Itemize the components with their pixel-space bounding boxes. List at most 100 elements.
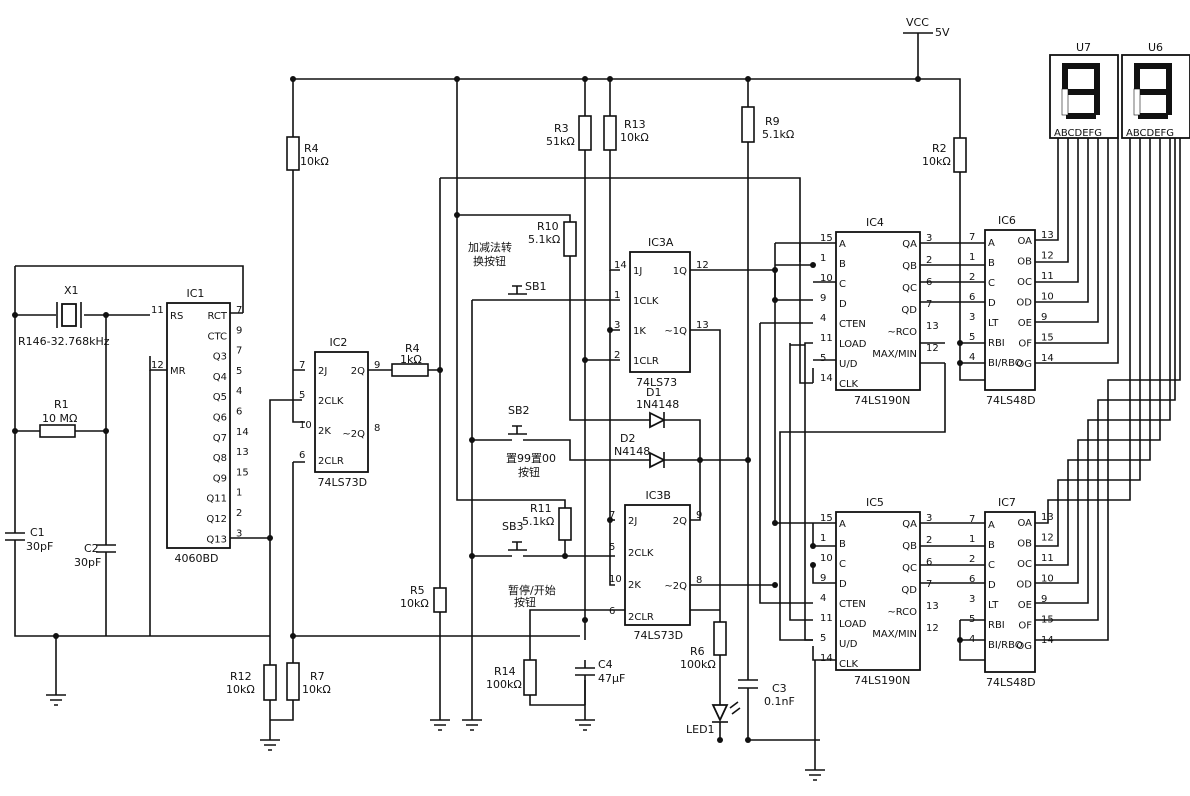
ic7-pin-number: 12	[1041, 533, 1054, 544]
ic5-pin-name: C	[839, 559, 846, 570]
ic3b-pin-number: 7	[609, 510, 615, 521]
resistor-r1	[39, 424, 76, 438]
ic4-pin-name: CTEN	[839, 319, 866, 330]
c1-ref: C1	[30, 526, 45, 539]
ic7-body	[984, 511, 1036, 673]
ic5-pin-name: QD	[901, 585, 917, 596]
resistor-r14	[523, 659, 537, 696]
ic6-pin-name: OF	[1018, 339, 1032, 350]
ic5-ref: IC5	[866, 496, 884, 509]
ic5-pin-number: 9	[820, 573, 826, 584]
ic6-pin-name: OE	[1018, 318, 1032, 329]
ic1-pin-number: 2	[236, 508, 242, 519]
ic2-pin-number: 8	[374, 423, 380, 434]
diodes: D1 1N4148 D2 N4148 LED1	[614, 386, 741, 736]
r4b-val: 1kΩ	[400, 353, 422, 366]
r14-ref: R14	[494, 665, 516, 678]
ic4-pin-number: 2	[926, 255, 932, 266]
ic5-pin-number: 12	[926, 623, 939, 634]
ic7-pin-number: 1	[969, 534, 975, 545]
ic5-pin-name: LOAD	[839, 619, 867, 630]
ic3b-part: 74LS73D	[634, 629, 684, 642]
crystal-desc: R146-32.768kHz	[18, 335, 110, 348]
ic6-pin-name: C	[988, 278, 995, 289]
d2-ref: D2	[620, 432, 635, 445]
r7-val: 10kΩ	[302, 683, 331, 696]
ic6-pin-name: OB	[1017, 257, 1032, 268]
resistor-r9	[741, 106, 755, 143]
ic5-pin-number: 13	[926, 601, 939, 612]
ic5-pin-name: ~RCO	[887, 607, 917, 618]
ic6-pin-number: 9	[1041, 312, 1047, 323]
u6-segment-c	[1166, 89, 1172, 115]
switches: SB1 加减法转 换按钮 SB2 置99置00 按钮 SB3 暂停/开始 按钮	[468, 240, 556, 609]
sb3-caption-1: 暂停/开始	[508, 583, 556, 597]
ic2-pin-name: 2K	[318, 426, 331, 437]
ic2-pin-number: 10	[299, 420, 312, 431]
ic3b-pin-name: 2K	[628, 580, 641, 591]
ic7-pin-name: OG	[1016, 641, 1032, 652]
ic1-pin-number: 15	[236, 467, 249, 478]
ic7-pin-number: 10	[1041, 574, 1054, 585]
ic2-pin-number: 7	[299, 360, 305, 371]
ic3a-pin-name: 1CLR	[633, 356, 659, 367]
ic1-pin-number: 4	[236, 386, 242, 397]
ic7-pin-name: OD	[1016, 580, 1032, 591]
ic7-pin-name: OE	[1018, 600, 1032, 611]
ic2-body	[314, 351, 369, 473]
r6-val: 100kΩ	[680, 658, 716, 671]
u7-ref: U7	[1076, 41, 1091, 54]
ic7-pin-number: 3	[969, 594, 975, 605]
ic1-pin-name: Q4	[213, 372, 227, 383]
ic6-pin-number: 7	[969, 232, 975, 243]
ic6-pin-number: 15	[1041, 333, 1054, 344]
ic6-pin-number: 1	[969, 252, 975, 263]
ic7-pin-name: OF	[1018, 621, 1032, 632]
ic6-pin-name: OA	[1017, 236, 1032, 247]
ic5-body	[835, 511, 921, 671]
ic1-pin-number: 13	[236, 447, 249, 458]
r9-val: 5.1kΩ	[762, 128, 794, 141]
ic3b-pin-number: 9	[696, 510, 702, 521]
ic4-pin-number: 10	[820, 273, 833, 284]
ic4-pin-name: CLK	[839, 379, 859, 390]
ic7-pin-number: 4	[969, 634, 975, 645]
ic4-pin-number: 12	[926, 343, 939, 354]
ic4-pin-name: QA	[902, 239, 917, 250]
r7-ref: R7	[310, 670, 325, 683]
ic5-pin-number: 11	[820, 613, 833, 624]
ic5-pin-number: 6	[926, 557, 932, 568]
ic2-pin-number: 5	[299, 390, 305, 401]
ic5-pin-name: QC	[902, 563, 917, 574]
ic1-pin-number: 14	[236, 427, 249, 438]
ic4-pin-number: 11	[820, 333, 833, 344]
ic4-pin-number: 13	[926, 321, 939, 332]
ic3b-pin-number: 8	[696, 575, 702, 586]
ic4-pin-number: 7	[926, 299, 932, 310]
ic3b-pin-name: 2CLR	[628, 612, 654, 623]
ic7-pin-number: 15	[1041, 615, 1054, 626]
ic1-pin-name: CTC	[208, 331, 228, 342]
ic3a-pin-number: 3	[614, 320, 620, 331]
resistor-r3	[578, 115, 592, 151]
ic6-pin-name: B	[988, 258, 995, 269]
sb3-caption-2: 按钮	[514, 595, 536, 609]
ic3b-ref: IC3B	[646, 489, 671, 502]
ic5-pin-name: CLK	[839, 659, 859, 670]
ic2-part: 74LS73D	[318, 476, 368, 489]
ic5-pin-number: 2	[926, 535, 932, 546]
r9-ref: R9	[765, 115, 780, 128]
u6-ref: U6	[1148, 41, 1163, 54]
c4-val: 47μF	[598, 672, 625, 685]
ic5-pin-number: 5	[820, 633, 826, 644]
ic5-pin-name: B	[839, 539, 846, 550]
ic1-pin-name: RS	[170, 311, 183, 322]
ic1-pin-number: 7	[236, 305, 242, 316]
ic1-pin-name: Q11	[206, 494, 227, 505]
r4b-ref: R4	[405, 342, 420, 355]
sb2-caption-2: 按钮	[518, 465, 540, 479]
ic7-pin-number: 7	[969, 514, 975, 525]
u6-segment-b	[1166, 63, 1172, 91]
